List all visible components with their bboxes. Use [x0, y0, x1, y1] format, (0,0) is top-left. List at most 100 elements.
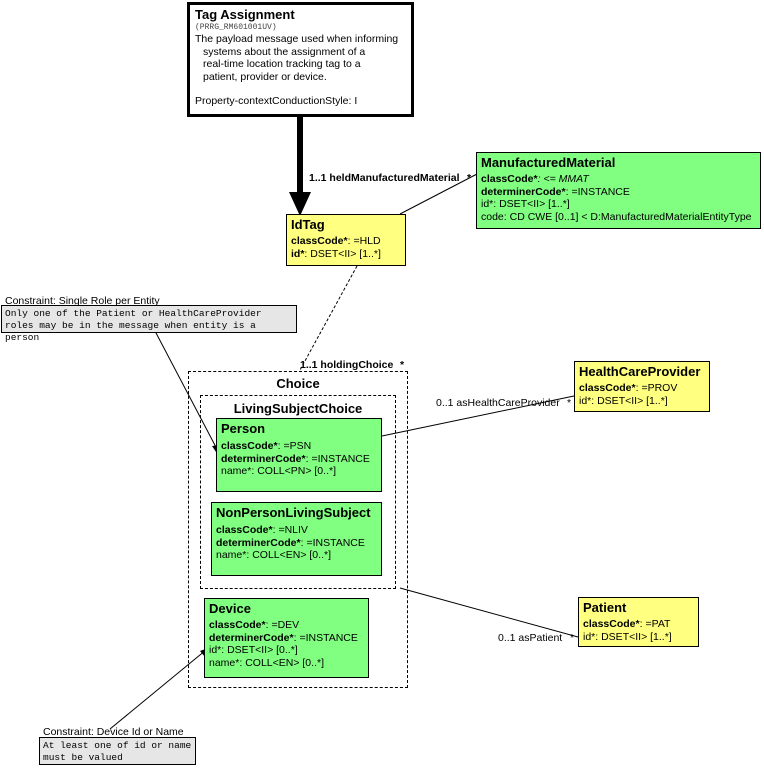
- attribute-name: id*: [583, 630, 596, 643]
- attribute-row: classCode*: =PROV: [579, 382, 705, 395]
- healthcare-provider-link: [381, 395, 575, 437]
- device-title: Device: [209, 601, 251, 616]
- single-role-constraint-title: Constraint: Single Role per Entity: [5, 295, 160, 307]
- attribute-value: : =NLIV: [272, 524, 308, 536]
- attribute-row: classCode*: <= MMAT: [481, 173, 756, 186]
- attribute-row: id*: DSET<II> [1..*]: [579, 395, 705, 408]
- attribute-row: id*: DSET<II> [1..*]: [583, 631, 694, 644]
- attribute-value: : DSET<II> [1..*]: [591, 394, 668, 407]
- attribute-name: determinerCode*: [481, 185, 566, 198]
- as-patient-star: *: [570, 632, 575, 644]
- holding-choice-star: *: [400, 359, 405, 371]
- choice-box: Choice: [188, 371, 408, 688]
- manufactured-material-box: ManufacturedMaterial classCode*: <= MMAT…: [476, 152, 761, 229]
- tag-assignment-desc-3: real-time location tracking tag to a: [203, 58, 361, 70]
- attribute-row: name*: COLL<EN> [0..*]: [209, 657, 364, 670]
- attribute-value: : DSET<II> [1..*]: [493, 198, 570, 210]
- manufactured-material-link: [399, 173, 478, 215]
- device-anchor: [109, 649, 207, 730]
- tag-assignment-property: Property-contextConductionStyle: I: [195, 95, 358, 107]
- holding-choice-label: 1..1 holdingChoice: [300, 359, 394, 371]
- attribute-name: name*: [209, 656, 240, 669]
- attribute-name: name*: [221, 465, 252, 477]
- attribute-row: classCode*: =DEV: [209, 619, 364, 632]
- tag-assignment-box: Tag Assignment (PRRG_RM601001UV) The pay…: [187, 2, 414, 117]
- attribute-row: classCode*: =HLD: [291, 235, 401, 248]
- as-healthcare-provider-label: 0..1 asHealthCareProvider: [436, 397, 560, 409]
- single-role-constraint-note: Only one of the Patient or HealthCarePro…: [1, 305, 297, 343]
- tag-assignment-title: Tag Assignment: [195, 7, 295, 22]
- tag-assignment-desc-2: systems about the assignment of a: [203, 45, 366, 58]
- attribute-value: : =INSTANCE: [565, 185, 630, 198]
- attribute-name: determinerCode*: [216, 536, 301, 549]
- attribute-row: name*: COLL<PN> [0..*]: [221, 465, 377, 478]
- attribute-row: determinerCode*: =INSTANCE: [209, 632, 364, 645]
- attribute-value: : DSET<II> [1..*]: [304, 247, 381, 260]
- attribute-row: classCode*: =PSN: [221, 440, 377, 453]
- attribute-value: : DSET<II> [1..*]: [595, 630, 672, 643]
- attribute-name: classCode*: [209, 619, 266, 631]
- tag-assignment-desc-4: patient, provider or device.: [203, 70, 327, 83]
- living-subject-choice-box: LivingSubjectChoice: [200, 395, 396, 589]
- attribute-value: : CD CWE [0..1] < D:ManufacturedMaterial…: [503, 210, 752, 223]
- attribute-name: code: [481, 210, 504, 223]
- tag-assignment-code: (PRRG_RM601001UV): [195, 23, 277, 32]
- attribute-value: : <= MMAT: [537, 173, 589, 185]
- patient-link: [399, 587, 579, 638]
- attribute-value: : =PSN: [277, 440, 312, 452]
- attribute-name: classCode*: [481, 173, 538, 185]
- attribute-row: classCode*: =NLIV: [216, 524, 377, 537]
- attribute-name: id*: [291, 247, 305, 260]
- attribute-value: : =INSTANCE: [293, 631, 358, 644]
- held-arrow-head: [289, 192, 311, 216]
- attribute-value: : COLL<EN> [0..*]: [246, 549, 331, 561]
- attribute-value: : =DEV: [265, 619, 300, 631]
- attribute-row: code: CD CWE [0..1] < D:ManufacturedMate…: [481, 211, 756, 224]
- attribute-value: : =PROV: [635, 382, 678, 394]
- patient-title: Patient: [583, 600, 627, 615]
- attribute-row: determinerCode*: =INSTANCE: [221, 453, 377, 466]
- attribute-row: name*: COLL<EN> [0..*]: [216, 549, 377, 562]
- attribute-value: : =PAT: [639, 618, 671, 630]
- single-role-constraint-text-1: Only one of the Patient or HealthCarePro…: [5, 308, 262, 319]
- attribute-name: classCode*: [291, 235, 348, 247]
- device-constraint-text-1: At least one of id or name: [43, 740, 192, 751]
- attribute-row: classCode*: =PAT: [583, 618, 694, 631]
- attribute-value: : COLL<EN> [0..*]: [239, 656, 324, 669]
- single-role-constraint-text-2: roles may be in the message when entity …: [5, 320, 256, 343]
- attribute-value: : DSET<II> [0..*]: [221, 644, 298, 656]
- attribute-name: id*: [481, 198, 494, 210]
- attribute-name: id*: [579, 394, 592, 407]
- attribute-row: id*: DSET<II> [1..*]: [481, 198, 756, 211]
- device-constraint-text-2: must be valued: [43, 752, 123, 763]
- idtag-title: IdTag: [291, 217, 325, 232]
- healthcare-provider-title: HealthCareProvider: [579, 364, 701, 379]
- attribute-value: : =INSTANCE: [305, 452, 370, 465]
- as-patient-label: 0..1 asPatient: [498, 632, 563, 644]
- holding-choice-link: [299, 265, 358, 371]
- attribute-name: classCode*: [583, 618, 640, 630]
- held-manufactured-material-label: 1..1 heldManufacturedMaterial: [309, 172, 460, 184]
- manufactured-material-title: ManufacturedMaterial: [481, 155, 616, 170]
- attribute-row: id*: DSET<II> [1..*]: [291, 248, 401, 261]
- as-healthcare-provider-star: *: [567, 397, 572, 409]
- non-person-living-subject-box: NonPersonLivingSubject classCode*: =NLIV…: [211, 502, 382, 576]
- attribute-row: determinerCode*: =INSTANCE: [481, 186, 756, 199]
- attribute-value: : =INSTANCE: [300, 536, 365, 549]
- attribute-value: : =HLD: [347, 235, 381, 247]
- attribute-name: classCode*: [216, 524, 273, 536]
- device-constraint-title: Constraint: Device Id or Name: [43, 726, 184, 738]
- person-title: Person: [221, 421, 266, 436]
- attribute-name: name*: [216, 549, 247, 561]
- attribute-value: : COLL<PN> [0..*]: [251, 465, 336, 477]
- attribute-name: id*: [209, 644, 222, 656]
